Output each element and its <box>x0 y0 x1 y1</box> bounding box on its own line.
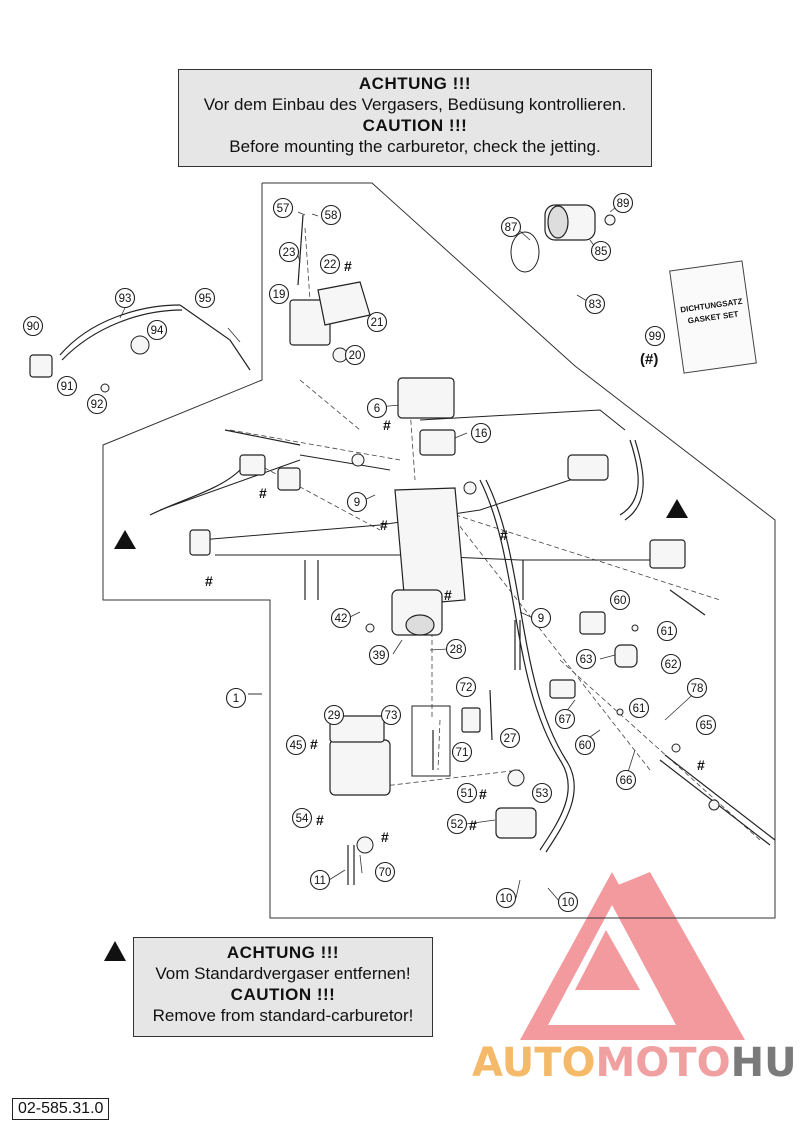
callout-92: 92 <box>91 399 104 411</box>
callout-72: 72 <box>460 682 473 694</box>
carburetor-body <box>29 204 686 839</box>
hash-mark: # <box>316 812 324 828</box>
hash-mark: # <box>444 587 452 603</box>
gasket-set-card: DICHTUNGSATZ GASKET SET <box>669 260 757 374</box>
callout-42: 42 <box>335 613 348 625</box>
callout-95: 95 <box>199 293 212 305</box>
callout-61b: 61 <box>633 703 646 715</box>
hash-mark: # <box>259 485 267 501</box>
callout-9b: 9 <box>538 613 544 625</box>
callout-21: 21 <box>371 317 384 329</box>
small-parts <box>100 214 720 854</box>
caution-notice-top: ACHTUNG !!! Vor dem Einbau des Vergasers… <box>178 69 652 167</box>
callout-29: 29 <box>328 710 341 722</box>
watermark-logo-icon <box>520 872 745 1040</box>
callout-20: 20 <box>349 350 362 362</box>
notice-text-en: Remove from standard-carburetor! <box>152 1006 414 1025</box>
callout-91: 91 <box>61 381 74 393</box>
jet-kit-box <box>411 705 451 777</box>
callout-51: 51 <box>461 788 474 800</box>
callout-labels: 57 58 23 22 19 21 20 87 89 85 83 99 93 9… <box>27 198 713 909</box>
callout-85: 85 <box>595 246 608 258</box>
callout-70: 70 <box>379 867 392 879</box>
callout-22: 22 <box>324 259 337 271</box>
hash-marks: # # # # # # # # # # # # # <box>205 258 705 845</box>
callout-60b: 60 <box>579 740 592 752</box>
callout-11: 11 <box>314 875 326 887</box>
callout-57: 57 <box>277 203 290 215</box>
callout-27: 27 <box>504 733 517 745</box>
callout-93: 93 <box>119 293 132 305</box>
callout-16: 16 <box>475 428 488 440</box>
watermark-part3: HUB <box>730 1040 800 1086</box>
hash-mark: # <box>381 829 389 845</box>
drawing-part-number: 02-585.31.0 <box>12 1098 110 1120</box>
callout-52: 52 <box>451 819 464 831</box>
callout-60: 60 <box>614 595 627 607</box>
callout-6: 6 <box>374 403 380 415</box>
callout-99: 99 <box>649 331 662 343</box>
callout-71: 71 <box>456 747 469 759</box>
assembly-outline <box>102 182 776 919</box>
hash-mark: # <box>205 573 213 589</box>
callout-39: 39 <box>373 650 386 662</box>
hash-mark: # <box>344 258 352 274</box>
notice-text-de: Vor dem Einbau des Vergasers, Bedüsung k… <box>203 95 627 114</box>
hash-mark: # <box>310 736 318 752</box>
callout-89: 89 <box>617 198 630 210</box>
hash-mark: # <box>380 517 388 533</box>
callout-circles <box>22 192 717 913</box>
callout-67: 67 <box>559 714 572 726</box>
callout-73: 73 <box>385 710 398 722</box>
callout-53: 53 <box>536 788 549 800</box>
notice-text-en: Before mounting the carburetor, check th… <box>229 137 601 156</box>
watermark-brand: AUTOMOTOHUB <box>472 1040 800 1086</box>
callout-19: 19 <box>273 289 286 301</box>
hash-mark: # <box>697 757 705 773</box>
assembly-lines <box>159 409 680 561</box>
callout-90: 90 <box>27 321 40 333</box>
notice-text-de: Vom Standardvergaser entfernen! <box>155 964 411 983</box>
callout-94: 94 <box>151 325 164 337</box>
hash-mark: # <box>469 817 477 833</box>
gasket-set-note: (#) <box>640 351 659 368</box>
callout-61: 61 <box>661 626 674 638</box>
callout-1: 1 <box>233 693 239 705</box>
hash-mark: # <box>479 786 487 802</box>
notice-heading-en: CAUTION !!! <box>230 985 336 1004</box>
hash-mark: # <box>500 527 508 543</box>
notice-heading-en: CAUTION !!! <box>362 116 468 135</box>
callout-9: 9 <box>354 497 360 509</box>
callout-66: 66 <box>620 775 633 787</box>
cable-parts <box>59 304 644 853</box>
callout-45: 45 <box>290 740 303 752</box>
callout-10: 10 <box>500 893 513 905</box>
callout-23: 23 <box>283 247 296 259</box>
hash-mark: # <box>383 417 391 433</box>
warning-triangle-icon <box>114 499 688 549</box>
notice-heading-de: ACHTUNG !!! <box>358 74 472 93</box>
callout-62: 62 <box>665 659 678 671</box>
watermark-part2: MOTO <box>595 1040 731 1086</box>
callout-10b: 10 <box>562 897 575 909</box>
callout-63: 63 <box>580 654 593 666</box>
callout-58: 58 <box>325 210 338 222</box>
callout-83: 83 <box>589 299 602 311</box>
notice-heading-de: ACHTUNG !!! <box>226 943 340 962</box>
callout-28: 28 <box>450 644 463 656</box>
warning-triangle-icon <box>104 941 126 961</box>
callout-87: 87 <box>505 222 518 234</box>
watermark-part1: AUTO <box>472 1040 596 1086</box>
caution-notice-bottom: ACHTUNG !!! Vom Standardvergaser entfern… <box>133 937 433 1037</box>
callout-78: 78 <box>691 683 704 695</box>
callout-65: 65 <box>700 720 713 732</box>
callout-54: 54 <box>296 813 309 825</box>
